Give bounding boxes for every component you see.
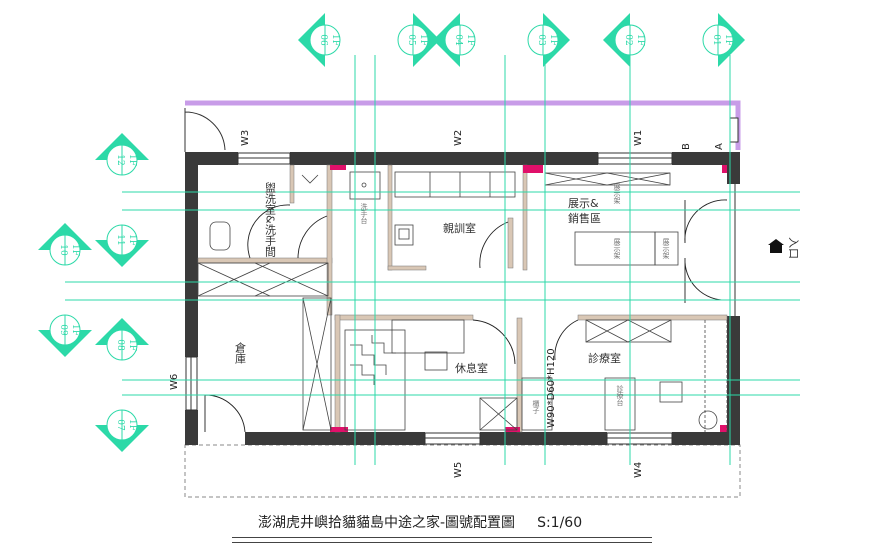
callout-number: 03: [536, 34, 546, 46]
room-label-storage: 倉庫: [234, 341, 247, 365]
callout-floor: 1F: [127, 339, 137, 351]
callout-number: 08: [115, 339, 125, 351]
callout-number: 07: [115, 419, 125, 431]
display-rack-label: 展示架: [662, 238, 670, 260]
callout-floor: 1F: [127, 419, 137, 431]
callout-number: 11: [115, 234, 125, 245]
window-label-w6: W6: [169, 374, 180, 390]
room-label-sink: 洗手台: [360, 202, 368, 225]
room-label-washroom: 盥洗室&洗手間: [264, 182, 277, 258]
lower-dashed-area: [184, 444, 741, 498]
callout-number: 05: [406, 34, 416, 46]
callout-floor: 1F: [548, 34, 558, 46]
section-guide-lines: [65, 55, 800, 465]
axis-label-a: A: [714, 143, 725, 150]
meter-box: [729, 117, 739, 143]
callout-floor: 1F: [70, 244, 80, 256]
callout-number: 04: [453, 34, 463, 46]
columns: [330, 165, 727, 432]
callout-number: 01: [711, 34, 721, 45]
callout-floor: 1F: [418, 34, 428, 46]
callout-floor: 1F: [723, 34, 733, 46]
callout-number: 09: [58, 324, 68, 336]
title-underline: [232, 537, 652, 543]
callout-floor: 1F: [127, 234, 137, 246]
room-label-display-2: 銷售區: [568, 211, 601, 225]
display-rack-label: 展示架: [613, 183, 621, 205]
title-text: 澎湖虎井嶼拾貓貓島中途之家-圖號配置圖: [258, 515, 516, 531]
scale-text: S:1/60: [537, 515, 583, 531]
exterior-walls: [185, 152, 740, 445]
room-label-display-1: 展示&: [568, 197, 599, 210]
window-label-w1: W1: [633, 130, 644, 146]
cabinet-dimensions: W90*D60*H120: [546, 348, 557, 428]
callout-number: 02: [623, 34, 633, 45]
door-swings: [204, 199, 728, 433]
interior-partitions: [197, 164, 728, 433]
exam-table-label: 診療台: [616, 384, 624, 407]
window-label-w4: W4: [633, 462, 644, 478]
fixtures: [197, 171, 728, 432]
exterior-door-swing: [184, 108, 226, 152]
callout-floor: 1F: [635, 34, 645, 46]
callout-number: 06: [318, 34, 328, 46]
callout-floor: 1F: [127, 154, 137, 166]
axis-label-b: B: [681, 143, 692, 150]
callout-floor: 1F: [70, 324, 80, 336]
window-label-w2: W2: [453, 130, 464, 146]
window-label-w3: W3: [240, 130, 251, 146]
windows: [185, 152, 736, 445]
room-label-rest: 休息室: [455, 361, 488, 375]
callout-floor: 1F: [465, 34, 475, 46]
room-label-training: 親訓室: [443, 221, 476, 235]
drawing-title: 澎湖虎井嶼拾貓貓島中途之家-圖號配置圖 S:1/60: [258, 512, 582, 532]
callout-floor: 1F: [330, 34, 340, 46]
entrance-icon: [768, 239, 784, 253]
room-label-entrance: 入口: [787, 237, 800, 259]
callout-number: 12: [115, 154, 125, 165]
window-label-w5: W5: [453, 462, 464, 478]
callout-number: 10: [58, 244, 68, 256]
display-rack-label: 展示架: [613, 238, 621, 260]
cabinet-label: 櫃子: [532, 399, 540, 414]
room-label-clinic: 診療室: [588, 351, 621, 365]
